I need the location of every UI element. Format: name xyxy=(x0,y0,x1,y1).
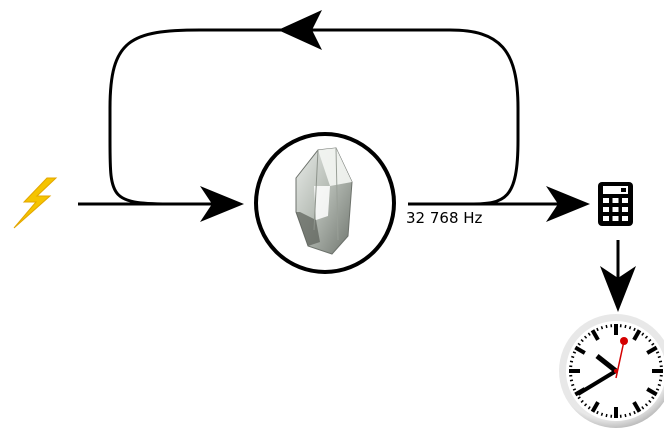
clock-minute-tick xyxy=(624,413,627,418)
clock-minute-tick xyxy=(596,410,599,415)
lightning-bolt-icon xyxy=(13,177,58,229)
clock-minute-tick xyxy=(655,388,660,391)
clock-minute-tick xyxy=(644,403,649,407)
clock-minute-tick xyxy=(583,403,588,407)
clock-minute-tick xyxy=(569,379,574,382)
clock-hour-tick xyxy=(590,329,600,341)
clock-second-hand-tip xyxy=(620,337,628,345)
counter-to-clock-arrow xyxy=(600,240,636,312)
clock-hour-tick xyxy=(632,401,642,413)
clock-minute-tick xyxy=(657,355,661,359)
clock-minute-tick xyxy=(648,338,652,343)
clock-minute-tick xyxy=(571,383,575,387)
clock-face-icon xyxy=(559,314,664,428)
clock-hour-hand xyxy=(595,354,618,373)
clock-minute-tick xyxy=(624,324,627,329)
clock-minute-tick xyxy=(572,351,577,354)
clock-minute-tick xyxy=(596,327,599,332)
clock-minute-tick xyxy=(577,396,581,400)
crystal-to-counter-arrow xyxy=(408,186,590,222)
clock-minute-tick xyxy=(633,410,636,415)
clock-hour-tick xyxy=(590,401,600,413)
clock-minute-tick xyxy=(580,399,584,404)
clock-minute-tick xyxy=(572,388,577,391)
clock-minute-tick xyxy=(628,326,632,330)
clock-minute-tick xyxy=(651,342,655,346)
clock-minute-tick xyxy=(633,327,636,332)
clock-minute-tick xyxy=(641,406,645,410)
clock-minute-tick xyxy=(587,406,591,410)
clock-minute-tick xyxy=(600,412,604,416)
clock-minute-tick xyxy=(641,332,645,336)
clock-hour-tick xyxy=(646,345,658,355)
clock-minute-tick xyxy=(571,355,575,359)
clock-minute-tick xyxy=(628,412,632,416)
clock-minute-tick xyxy=(648,399,652,404)
clock-minute-tick xyxy=(577,342,581,346)
frequency-label: 32 768 Hz xyxy=(406,209,483,227)
clock-minute-tick xyxy=(644,335,649,339)
crystal-node xyxy=(254,132,396,274)
quartz-crystal-icon xyxy=(295,147,353,255)
clock-minute-tick xyxy=(569,360,574,363)
clock-hour-tick xyxy=(632,329,642,341)
calculator-icon xyxy=(598,182,633,226)
feedback-loop-arrow xyxy=(108,10,520,206)
clock-minute-tick xyxy=(658,360,663,363)
clock-hour-tick xyxy=(646,387,658,397)
clock-minute-tick xyxy=(658,379,663,382)
clock-minute-tick xyxy=(651,396,655,400)
clock-minute-tick xyxy=(655,351,660,354)
clock-minute-tick xyxy=(605,324,608,329)
clock-minute-tick xyxy=(580,338,584,343)
clock-center-pin xyxy=(614,369,618,373)
clock-minute-tick xyxy=(583,335,588,339)
clock-tick-marks xyxy=(569,324,663,418)
clock-minute-tick xyxy=(605,413,608,418)
clock-minute-tick xyxy=(587,332,591,336)
clock-minute-tick xyxy=(657,383,661,387)
clock-minute-tick xyxy=(600,326,604,330)
clock-minute-hand xyxy=(576,369,618,396)
clock-hour-tick xyxy=(574,345,586,355)
